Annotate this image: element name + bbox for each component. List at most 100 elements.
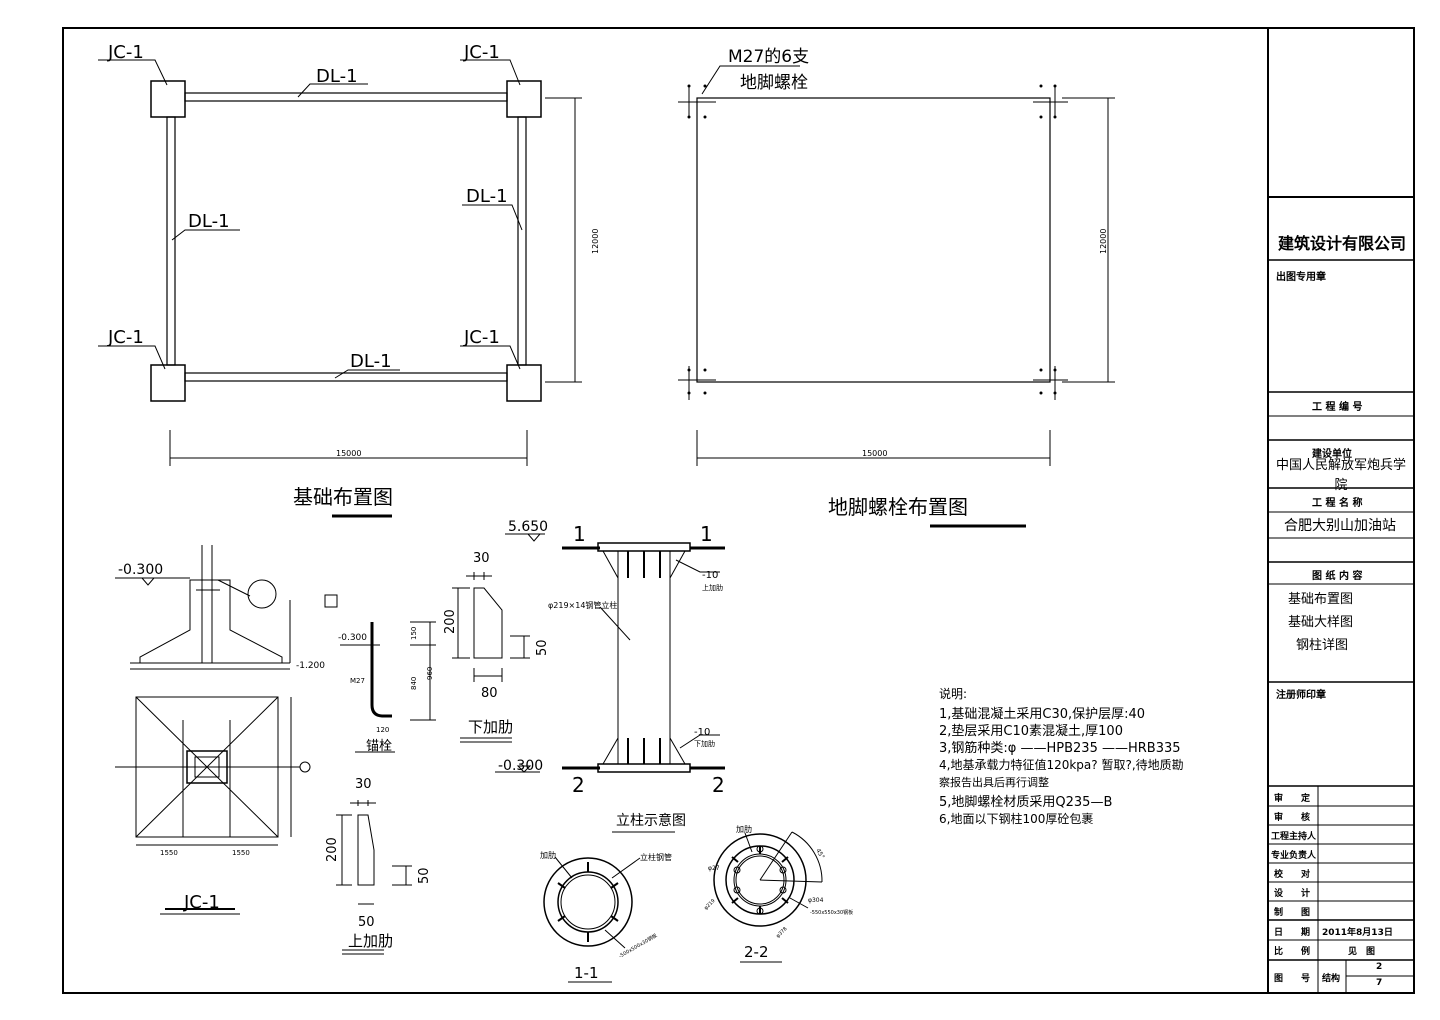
dl-label-top: DL-1 xyxy=(316,66,358,87)
drawing-no-label: 图 号 xyxy=(1274,974,1311,984)
anchor-d3: 960 xyxy=(426,667,434,680)
contents-item-3: 钢柱详图 xyxy=(1296,638,1349,653)
bolt-plan xyxy=(678,65,1115,528)
contents-item-2: 基础大样图 xyxy=(1288,615,1354,630)
bolt-callout-1: M27的6支 xyxy=(728,47,809,67)
upper-rib-h: 200 xyxy=(325,837,340,862)
jc1-elev-top: -0.300 xyxy=(118,562,163,578)
lower-rib-title: 下加肋 xyxy=(468,718,513,736)
project-no-label: 工 程 编 号 xyxy=(1312,402,1363,413)
jc-label-br: JC-1 xyxy=(463,327,500,348)
dl-label-left: DL-1 xyxy=(188,211,230,232)
anchor-bolt-detail xyxy=(324,594,436,753)
jc1-elev-bottom: -1.200 xyxy=(296,661,325,671)
sec2-d3: φ378 xyxy=(775,926,788,939)
lower-rib-w-top: 30 xyxy=(473,551,490,566)
notes-heading: 说明: xyxy=(939,686,967,701)
sec1-pipe-label: 立柱钢管 xyxy=(640,852,672,862)
lower-rib-detail xyxy=(452,572,530,743)
anchor-title: 锚栓 xyxy=(366,739,392,754)
column-elevation xyxy=(495,533,725,833)
dl-label-right: DL-1 xyxy=(466,186,508,207)
sec1-rib-label: 加肋 xyxy=(540,850,556,860)
jc1-detail xyxy=(115,545,311,915)
jc-footing-bl xyxy=(150,364,186,402)
note-6: 6,地面以下钢柱100厚砼包裹 xyxy=(939,811,1093,826)
jc1-dim-b: 1550 xyxy=(232,849,250,857)
note-5: 5,地脚螺栓材质采用Q235—B xyxy=(939,794,1112,810)
anchor-d4: 120 xyxy=(376,726,389,734)
sheet-no: 2 xyxy=(1376,962,1383,972)
date-label: 日 期 xyxy=(1274,928,1311,938)
upper-rib-detail xyxy=(336,800,412,955)
plan-dim-v: 12000 xyxy=(591,229,600,254)
bolt-plan-title: 地脚螺栓布置图 xyxy=(828,495,968,519)
section-mark-2-right: 2 xyxy=(712,773,725,797)
sec2-bolt-label: φ27 xyxy=(708,865,720,872)
anchor-elev: -0.300 xyxy=(338,633,367,643)
lower-rib-w-bottom: 80 xyxy=(481,686,498,701)
upper-rib-w-bottom: 50 xyxy=(358,915,375,930)
seal-label: 出图专用章 xyxy=(1276,272,1326,283)
jc1-title: JC-1 xyxy=(183,892,220,913)
section-mark-1-right: 1 xyxy=(700,522,713,546)
lower-rib-h2: 50 xyxy=(535,639,550,656)
column-title: 立柱示意图 xyxy=(616,812,686,829)
sec2-d2: φ304 xyxy=(808,897,824,904)
bolt-dim-v: 12000 xyxy=(1099,229,1108,254)
role-discipline-lead: 专业负责人 xyxy=(1271,851,1317,861)
role-check: 校 对 xyxy=(1274,870,1311,880)
client-label: 建设单位 xyxy=(1312,449,1352,460)
note-4: 4,地基承载力特征值120kpa? 暂取?,待地质勘 xyxy=(939,757,1184,772)
anchor-d1: 150 xyxy=(410,627,418,640)
role-approve: 审 定 xyxy=(1274,794,1311,804)
note-2: 2,垫层采用C10素混凝土,厚100 xyxy=(939,723,1123,739)
role-review: 审 核 xyxy=(1274,813,1311,823)
dl-label-bottom: DL-1 xyxy=(350,351,392,372)
sec1-plate-label: -500x500x30钢板 xyxy=(618,932,659,960)
upper-rib-title: 上加肋 xyxy=(348,932,393,950)
bolt-callout-2: 地脚螺栓 xyxy=(740,73,808,93)
role-design: 设 计 xyxy=(1274,889,1311,899)
note-1: 1,基础混凝土采用C30,保护层厚:40 xyxy=(939,706,1145,722)
client-name: 中国人民解放军炮兵学院 xyxy=(1275,458,1406,493)
role-project-lead: 工程主持人 xyxy=(1271,832,1317,842)
jc-label-bl: JC-1 xyxy=(107,327,144,348)
foundation-plan xyxy=(98,59,582,518)
column-rib-top-t: -10 xyxy=(702,570,718,581)
bolt-markers xyxy=(678,86,1068,400)
project-name: 合肥大别山加油站 xyxy=(1284,518,1396,534)
lower-rib-h: 200 xyxy=(443,609,458,634)
column-rib-bot-label: 下加肋 xyxy=(694,739,715,748)
contents-label: 图 纸 内 容 xyxy=(1312,571,1363,582)
jc-label-tl: JC-1 xyxy=(107,42,144,63)
plan-title: 基础布置图 xyxy=(293,485,393,509)
company-name: 建筑设计有限公司 xyxy=(1278,234,1407,253)
jc-footing-br xyxy=(506,364,542,402)
section-mark-2-left: 2 xyxy=(572,773,585,797)
notes-block: 说明: 1,基础混凝土采用C30,保护层厚:40 2,垫层采用C10素混凝土,厚… xyxy=(939,686,1184,826)
column-rib-top-label: 上加肋 xyxy=(702,583,723,592)
date-value: 2011年8月13日 xyxy=(1322,928,1393,938)
sec2-plate: -550x550x30钢板 xyxy=(810,909,853,916)
section-mark-1-left: 1 xyxy=(573,522,586,546)
sheet-total: 7 xyxy=(1376,978,1383,988)
outer-frame xyxy=(62,27,1415,994)
column-pipe-label: φ219×14钢管立柱 xyxy=(548,600,617,610)
section-2-2 xyxy=(713,831,823,963)
bolt-dim-h: 15000 xyxy=(862,449,887,458)
sec2-angle: 45° xyxy=(814,848,825,861)
scale-label: 比 例 xyxy=(1274,947,1311,957)
note-3: 3,钢筋种类:φ ——HPB235 ——HRB335 xyxy=(939,740,1181,756)
anchor-d2: 840 xyxy=(410,677,418,690)
anchor-bolt-label: M27 xyxy=(350,677,365,685)
title-block-grid xyxy=(1268,196,1414,993)
column-rib-bot-t: -10 xyxy=(694,727,710,738)
contents-item-1: 基础布置图 xyxy=(1288,592,1354,607)
plan-dim-h: 15000 xyxy=(336,449,361,458)
sec2-rib-label: 加肋 xyxy=(736,824,752,834)
jc1-dim-a: 1550 xyxy=(160,849,178,857)
registered-seal-label: 注册师印章 xyxy=(1276,690,1326,701)
column-elev-bottom: -0.300 xyxy=(498,758,543,774)
